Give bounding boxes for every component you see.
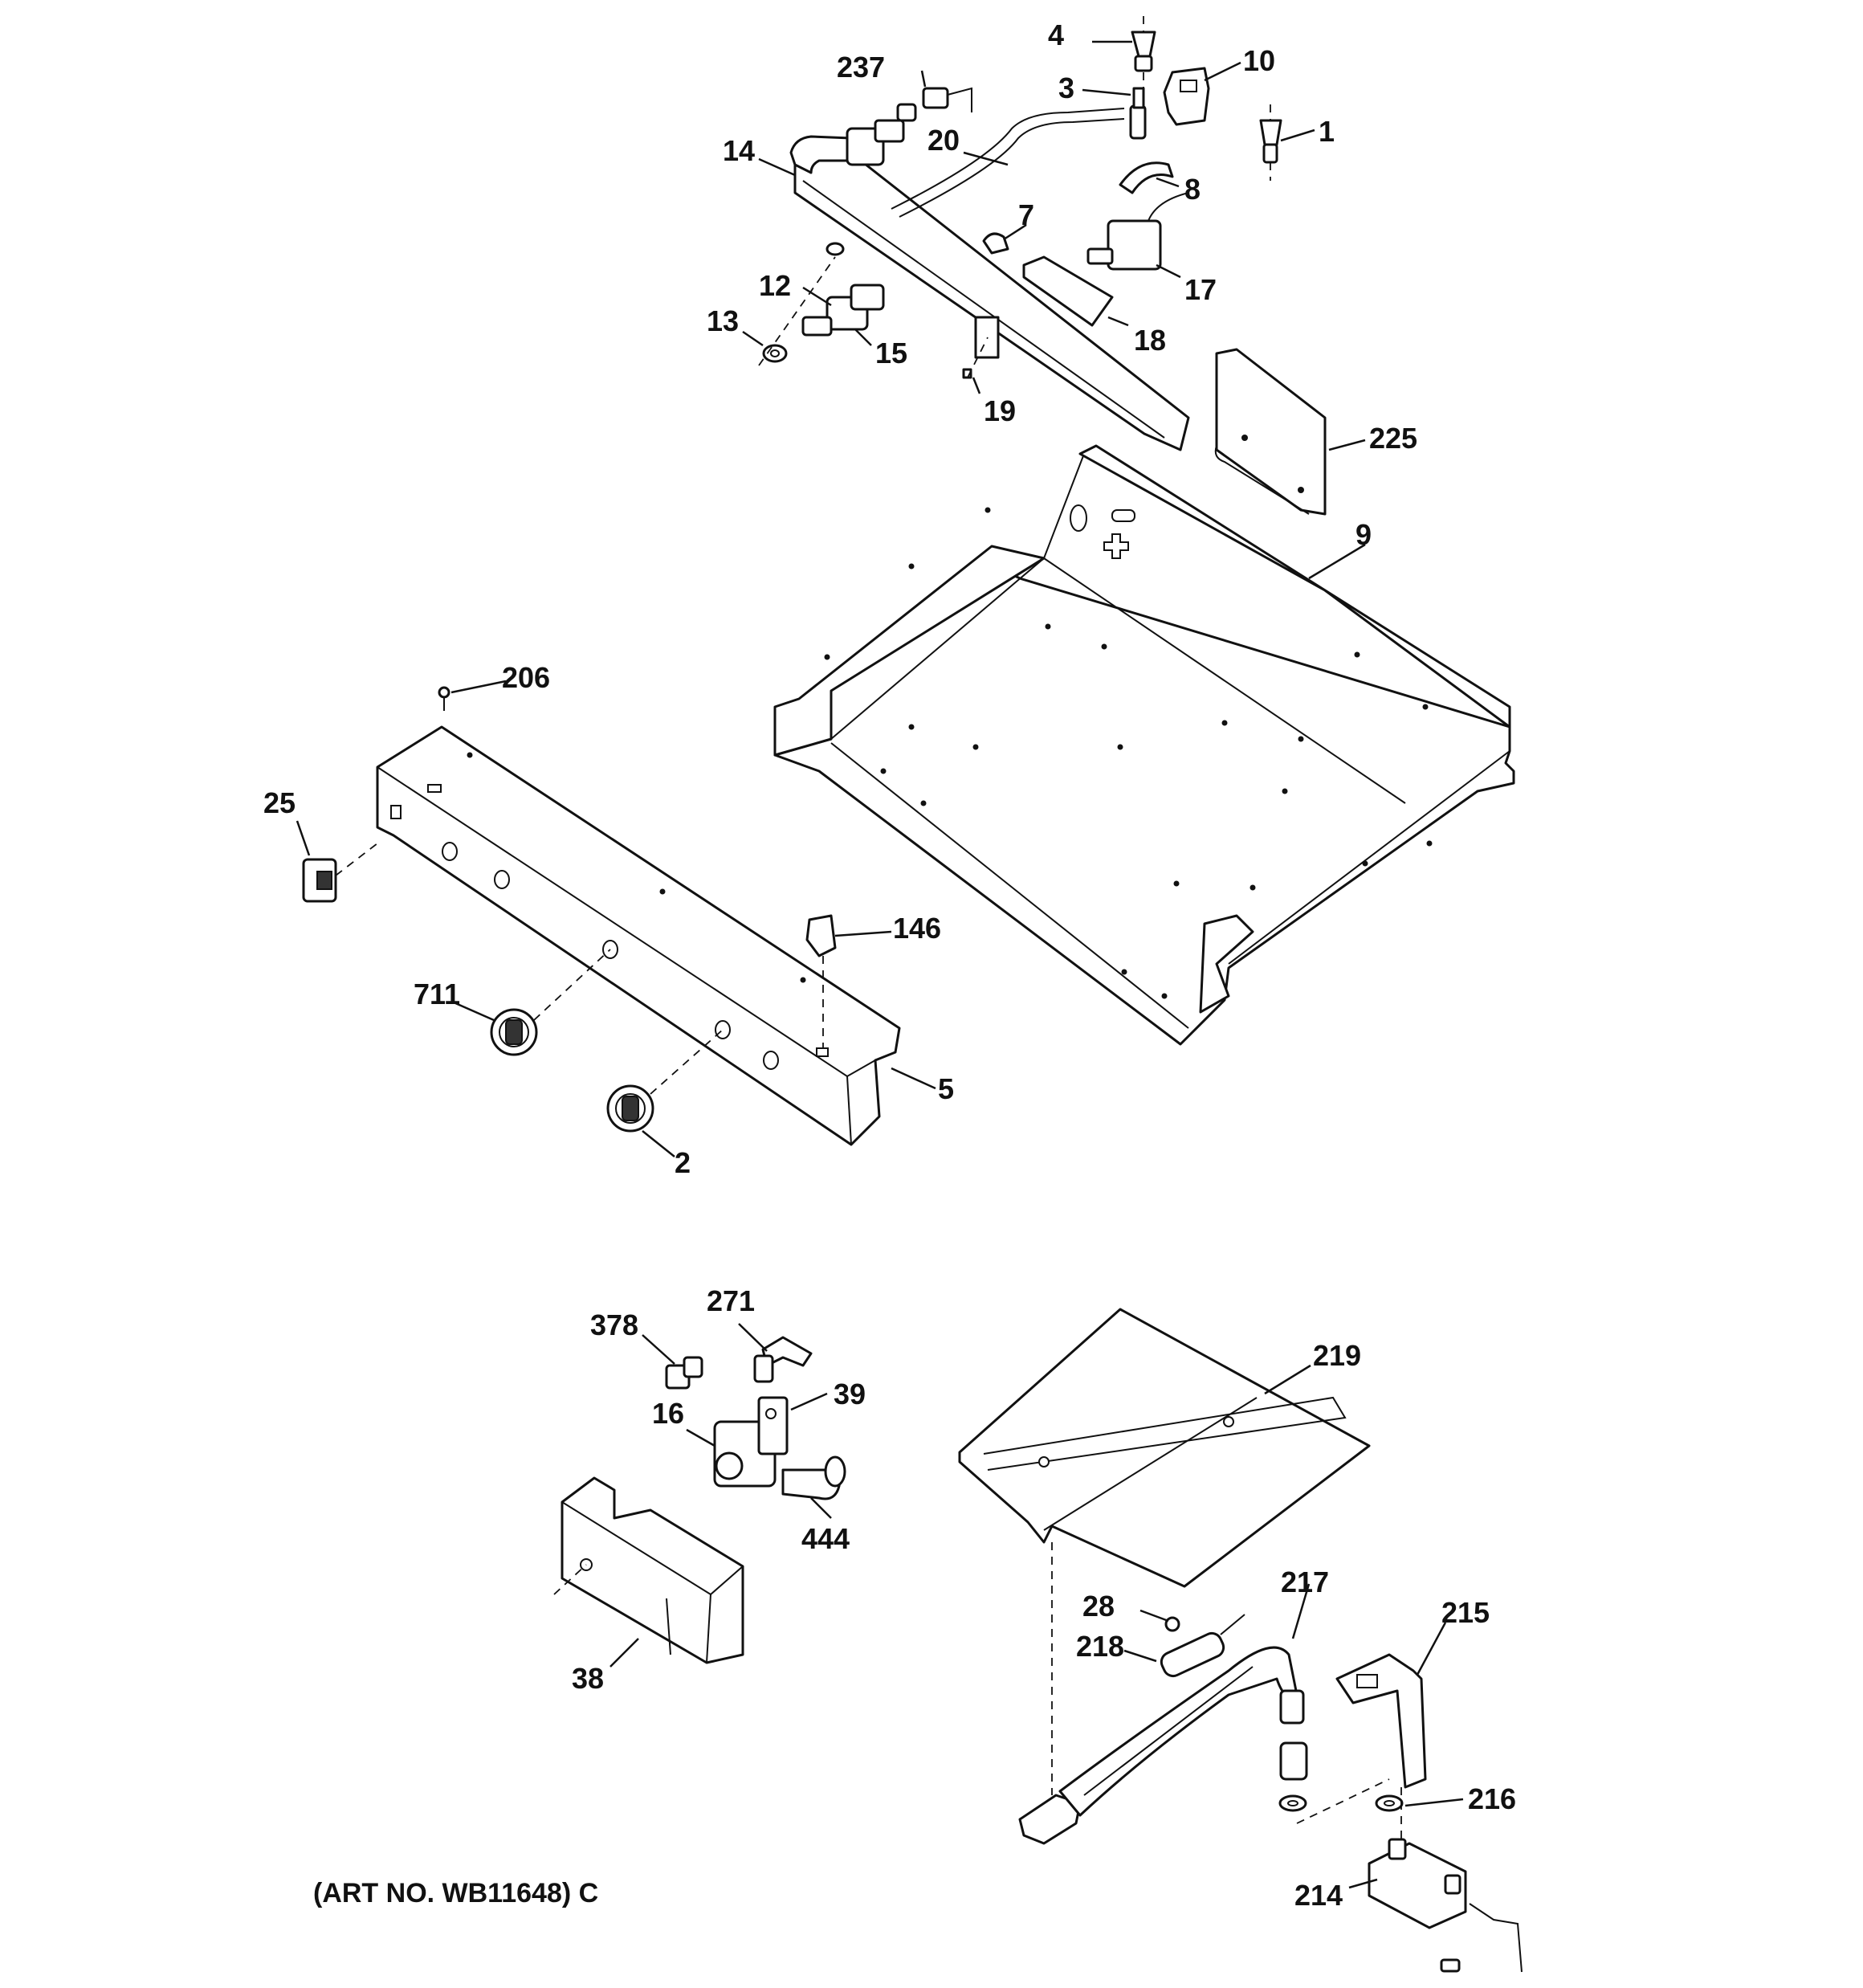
callout-444: 444 [801, 1522, 850, 1555]
callout-19: 19 [984, 394, 1016, 427]
callout-14: 14 [723, 134, 755, 167]
manifold-panel-5 [302, 686, 901, 1146]
callout-1: 1 [1319, 115, 1335, 148]
art-number-caption: (ART NO. WB11648) C [313, 1878, 598, 1908]
callout-labels: 4 3 10 1 237 20 14 8 7 17 12 13 15 18 19… [263, 18, 1516, 1912]
callout-218: 218 [1076, 1630, 1124, 1663]
callout-16: 16 [652, 1397, 684, 1430]
callout-7: 7 [1018, 198, 1034, 231]
callout-12: 12 [759, 269, 791, 302]
callout-20: 20 [927, 124, 960, 157]
callout-219: 219 [1313, 1339, 1361, 1372]
shield-panel-225 [1214, 348, 1327, 516]
callout-10: 10 [1243, 44, 1275, 77]
callout-17: 17 [1184, 273, 1217, 306]
callout-5: 5 [938, 1072, 954, 1105]
callout-237: 237 [837, 51, 885, 84]
callout-217: 217 [1281, 1565, 1329, 1598]
callout-38: 38 [572, 1662, 604, 1695]
callout-28: 28 [1082, 1590, 1115, 1623]
callout-39: 39 [834, 1378, 866, 1410]
callout-146: 146 [893, 912, 941, 945]
callout-3: 3 [1058, 71, 1074, 104]
callout-271: 271 [707, 1284, 755, 1317]
callout-8: 8 [1184, 173, 1201, 206]
oven-valve-assembly [553, 1336, 846, 1664]
burner-box-9 [773, 444, 1515, 1046]
leader-lines [296, 40, 1464, 1889]
callout-15: 15 [875, 337, 907, 369]
callout-206: 206 [502, 661, 550, 694]
callout-711: 711 [414, 978, 460, 1010]
manifold-assembly [758, 16, 1282, 451]
callout-18: 18 [1134, 324, 1166, 357]
callout-4: 4 [1048, 18, 1064, 51]
callout-225: 225 [1369, 422, 1417, 455]
callout-25: 25 [263, 786, 296, 819]
callout-214: 214 [1294, 1879, 1343, 1912]
callout-9: 9 [1355, 518, 1372, 551]
broil-burner-assembly [958, 1308, 1523, 1973]
callout-378: 378 [590, 1308, 638, 1341]
callout-215: 215 [1441, 1596, 1490, 1629]
callout-216: 216 [1468, 1782, 1516, 1815]
callout-13: 13 [707, 304, 739, 337]
callout-2: 2 [675, 1146, 691, 1179]
